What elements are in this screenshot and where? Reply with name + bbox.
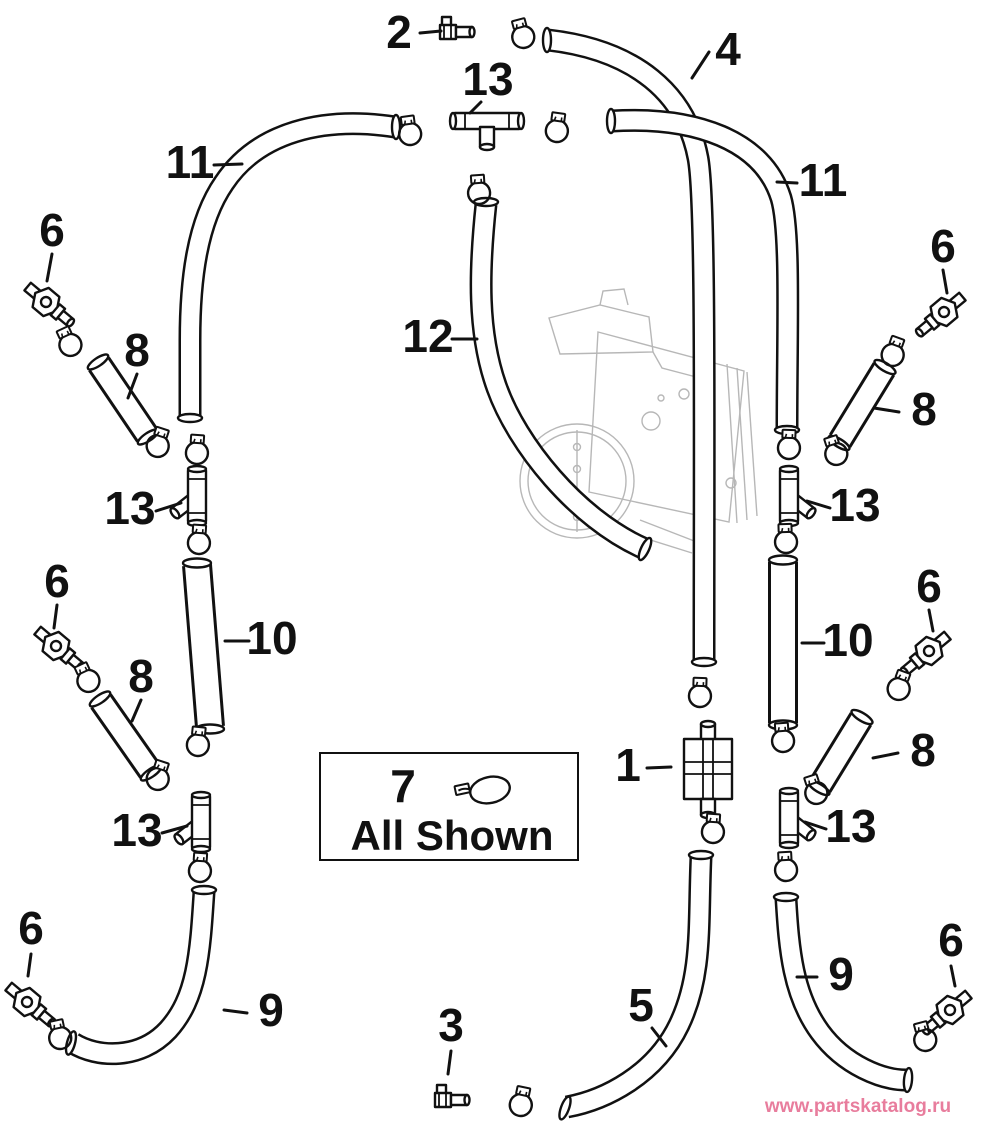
note-all-shown: All Shown xyxy=(351,812,554,859)
hose-4 xyxy=(543,26,718,666)
engine-outline xyxy=(519,288,758,554)
tube-8-lower-right xyxy=(807,707,875,797)
hose-clamp-icon xyxy=(183,433,211,466)
callout-8-lower-left: 8 xyxy=(128,650,154,702)
hose-clamp-icon xyxy=(395,113,424,148)
watermark-text: www.partskatalog.ru xyxy=(764,1096,951,1117)
callout-6-mid-right: 6 xyxy=(916,560,942,612)
callout-13-mid-right: 13 xyxy=(829,479,880,531)
callout-13-lower-left: 13 xyxy=(111,804,162,856)
tee-fitting-icon xyxy=(448,111,526,152)
callout-6-bottom-left: 6 xyxy=(18,902,44,954)
hose-clamp-icon xyxy=(185,523,213,556)
tee-fitting-icon xyxy=(171,790,212,854)
callout-7: 7 xyxy=(390,760,416,812)
hose-12 xyxy=(474,198,654,562)
hose-5 xyxy=(557,851,715,1121)
callout-5: 5 xyxy=(628,979,654,1031)
callout-13-mid-left: 13 xyxy=(104,482,155,534)
hose-9-right xyxy=(772,893,913,1094)
hose-clamp-icon xyxy=(506,15,538,52)
clamp-sample-icon xyxy=(453,775,511,805)
tee-fitting-icon xyxy=(167,464,208,528)
tee-fitting-icon xyxy=(778,786,819,850)
callout-8-lower-right: 8 xyxy=(910,724,936,776)
hose-clamp-icon xyxy=(543,110,572,145)
callout-13-lower-right: 13 xyxy=(825,800,876,852)
callout-6-top-left: 6 xyxy=(39,204,65,256)
callout-8-upper-left: 8 xyxy=(124,324,150,376)
elbow-fitting-icon xyxy=(433,1083,471,1109)
callout-leaders xyxy=(26,29,957,1076)
callout-11-left: 11 xyxy=(166,136,215,188)
fuel-connector-icon xyxy=(908,285,972,345)
callout-6-top-right: 6 xyxy=(930,220,956,272)
tube-10-right xyxy=(767,556,799,730)
tee-fitting-icon xyxy=(778,464,819,528)
hose-clamp-icon xyxy=(883,667,917,705)
callout-labels: 2 13 4 11 11 6 6 8 12 8 13 13 6 6 10 10 … xyxy=(18,6,964,1051)
callout-12: 12 xyxy=(402,310,453,362)
hose-clamp-icon xyxy=(51,322,87,361)
hose-clamp-icon xyxy=(186,851,214,884)
hose-clamp-icon xyxy=(687,676,713,709)
elbow-fitting-icon xyxy=(438,15,476,41)
hose-clamp-icon xyxy=(773,522,799,555)
callout-11-right: 11 xyxy=(799,154,848,206)
callout-9-left: 9 xyxy=(258,984,284,1036)
callout-10-right: 10 xyxy=(822,614,873,666)
callout-8-upper-right: 8 xyxy=(911,383,937,435)
note-box xyxy=(319,752,579,861)
callout-6-mid-left: 6 xyxy=(44,555,70,607)
hose-clamp-icon xyxy=(506,1083,537,1120)
callout-10-left: 10 xyxy=(246,612,297,664)
fuel-connector-icon xyxy=(914,983,978,1043)
fuel-filter-icon xyxy=(682,719,734,820)
tube-10-left xyxy=(181,559,226,734)
callout-2: 2 xyxy=(386,6,412,58)
hose-9-left xyxy=(64,886,218,1056)
callout-1: 1 xyxy=(615,739,641,791)
callout-3: 3 xyxy=(438,999,464,1051)
callout-9-right: 9 xyxy=(828,948,854,1000)
callout-13-top: 13 xyxy=(462,53,513,105)
hose-clamp-icon xyxy=(772,850,799,883)
fuel-connector-icon xyxy=(18,275,82,335)
callout-4: 4 xyxy=(715,23,741,75)
callout-6-bottom-right: 6 xyxy=(938,914,964,966)
